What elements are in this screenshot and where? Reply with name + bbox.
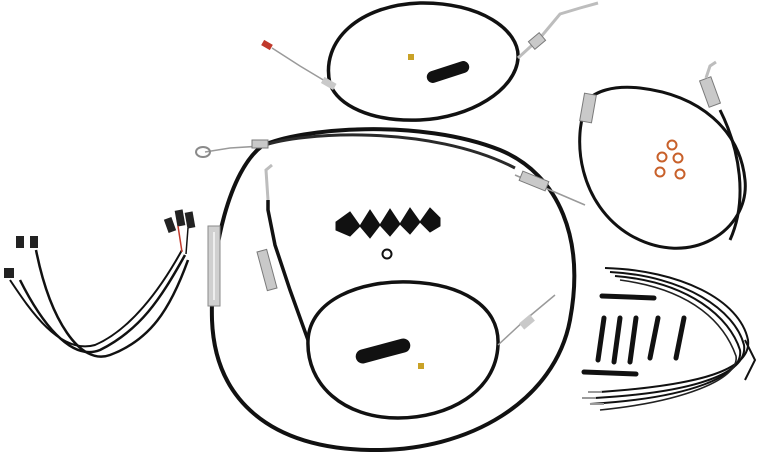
rubber-boot (335, 207, 441, 239)
throttle-cable-large (195, 127, 586, 453)
wiring-harness-left (4, 209, 196, 358)
copper-crush-washers (654, 139, 686, 180)
heat-shrink-tubes (581, 293, 687, 377)
brake-line-right (578, 60, 747, 250)
wire-extension-bundle (582, 267, 757, 411)
o-ring (381, 248, 393, 260)
clutch-cable-top (261, 1, 599, 122)
idle-cable-lower (256, 163, 556, 420)
